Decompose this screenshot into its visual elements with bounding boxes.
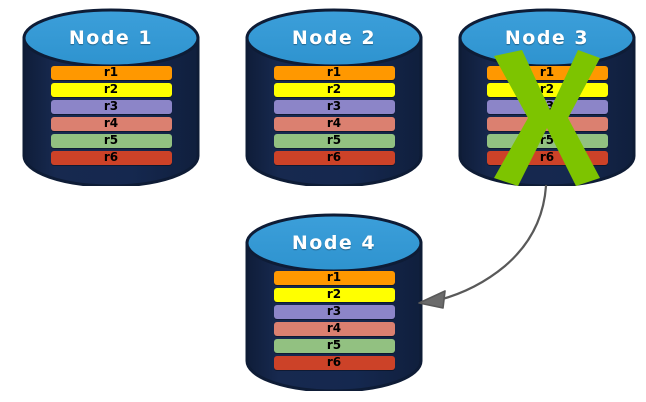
row-label: r3 [539, 99, 555, 113]
row-stack-1: r1 r2 r3 r4 r5 r6 [22, 66, 200, 165]
row-label: r3 [326, 304, 342, 318]
node-cylinder-4[interactable]: Node 4 r1 r2 r3 r4 r5 r6 [245, 213, 423, 391]
row-item[interactable]: r5 [273, 338, 395, 353]
row-item[interactable]: r4 [486, 116, 608, 131]
row-label: r6 [326, 150, 342, 164]
row-item[interactable]: r4 [50, 116, 172, 131]
node-cylinder-2[interactable]: Node 2 r1 r2 r3 r4 r5 r6 [245, 8, 423, 186]
row-item[interactable]: r1 [273, 65, 395, 80]
row-label: r2 [326, 287, 342, 301]
row-item[interactable]: r4 [273, 116, 395, 131]
row-label: r4 [326, 321, 342, 335]
row-label: r5 [326, 338, 342, 352]
row-label: r4 [326, 116, 342, 130]
row-item[interactable]: r5 [273, 133, 395, 148]
row-label: r2 [539, 82, 555, 96]
row-stack-4: r1 r2 r3 r4 r5 r6 [245, 271, 423, 370]
row-item[interactable]: r6 [50, 150, 172, 165]
row-item[interactable]: r2 [50, 82, 172, 97]
row-label: r4 [539, 116, 555, 130]
failover-arrow [418, 184, 548, 309]
row-item[interactable]: r3 [273, 304, 395, 319]
node-cylinder-1[interactable]: Node 1 r1 r2 r3 r4 r5 r6 [22, 8, 200, 186]
row-label: r6 [539, 150, 555, 164]
row-item[interactable]: r1 [50, 65, 172, 80]
row-item[interactable]: r2 [273, 82, 395, 97]
row-item[interactable]: r6 [273, 150, 395, 165]
row-item[interactable]: r3 [273, 99, 395, 114]
row-label: r5 [539, 133, 555, 147]
row-label: r5 [103, 133, 119, 147]
row-label: r1 [326, 65, 342, 79]
row-item[interactable]: r2 [273, 287, 395, 302]
row-item[interactable]: r6 [486, 150, 608, 165]
row-stack-3: r1 r2 r3 r4 r5 r6 [458, 66, 636, 165]
row-item[interactable]: r5 [50, 133, 172, 148]
row-item[interactable]: r5 [486, 133, 608, 148]
row-item[interactable]: r1 [486, 65, 608, 80]
row-item[interactable]: r3 [486, 99, 608, 114]
row-label: r6 [103, 150, 119, 164]
row-label: r6 [326, 355, 342, 369]
node-cylinder-3[interactable]: Node 3 r1 r2 r3 r4 r5 r6 [458, 8, 636, 186]
row-label: r5 [326, 133, 342, 147]
row-label: r1 [326, 270, 342, 284]
row-label: r3 [326, 99, 342, 113]
row-label: r1 [103, 65, 119, 79]
row-item[interactable]: r4 [273, 321, 395, 336]
row-label: r2 [326, 82, 342, 96]
row-label: r3 [103, 99, 119, 113]
row-label: r2 [103, 82, 119, 96]
row-item[interactable]: r2 [486, 82, 608, 97]
row-label: r1 [539, 65, 555, 79]
row-stack-2: r1 r2 r3 r4 r5 r6 [245, 66, 423, 165]
row-item[interactable]: r3 [50, 99, 172, 114]
row-item[interactable]: r6 [273, 355, 395, 370]
row-item[interactable]: r1 [273, 270, 395, 285]
row-label: r4 [103, 116, 119, 130]
